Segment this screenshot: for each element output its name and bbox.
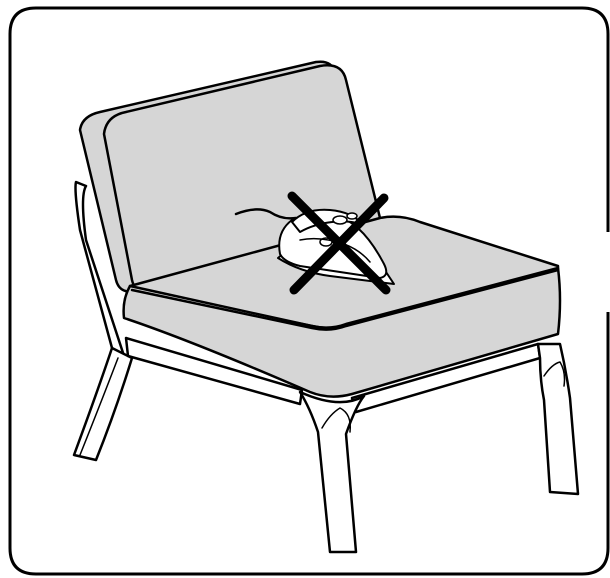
rear-left-leg-lower [74, 348, 132, 460]
iron-dial [333, 216, 347, 224]
front-left-leg [300, 392, 364, 552]
chair-icon [74, 62, 578, 552]
iron-button [347, 213, 357, 219]
front-right-leg [538, 344, 578, 494]
